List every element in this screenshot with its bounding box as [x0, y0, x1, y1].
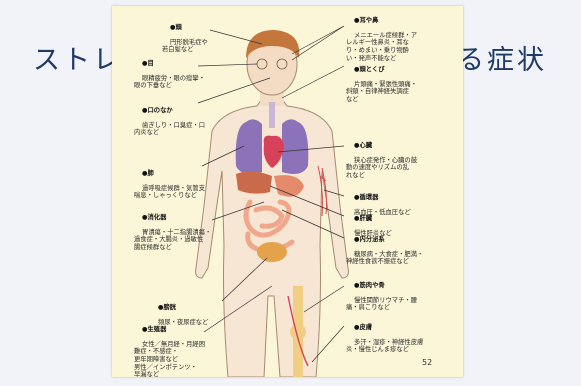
label-vessels-title: ●循環器 — [354, 194, 378, 201]
label-throat-text: 片頭痛・緊張性頭痛・ 斜頸・自律神経失調症 など — [346, 81, 417, 103]
slide-title-left: ストレ — [33, 38, 123, 77]
label-heart: ●心臓 狭心症発作・心臓の鼓 動の速度やリズムの乱 れなど — [346, 134, 417, 187]
bladder — [257, 242, 287, 262]
label-muscles: ●筋肉や骨 慢性関節リウマチ・腰 痛・肩こりなど — [346, 274, 417, 320]
label-mouth: ●口のなか 歯ぎしり・口臭症・口 内炎など — [134, 99, 205, 145]
label-skin-text: 多汗・湿疹・神経性皮膚 炎・慢性じんま疹など — [346, 339, 423, 354]
slide-title-right: る症状 — [457, 38, 547, 77]
trachea — [269, 102, 275, 128]
label-digestive: ●消化器 胃潰瘍・十二指腸潰瘍・ 過食症・大腸炎・過敏性 腸症候群など — [134, 206, 211, 259]
label-throat-title: ●頭とくび — [354, 66, 385, 73]
label-genital: ●生殖器 女性／無月経・月経困 難症・不感症・ 更年期障害など 男性／インポテン… — [134, 318, 205, 386]
label-endocrine-title: ●内分泌系 — [354, 236, 385, 243]
label-heart-title: ●心臓 — [354, 142, 372, 149]
label-liver-title: ●肝臓 — [354, 215, 372, 222]
label-endocrine: ●内分泌系 糖尿病・大食症・肥満・ 神経性食欲不振症など — [346, 228, 423, 274]
label-genital-title: ●生殖器 — [142, 326, 166, 333]
label-head-title: ●頭 — [170, 24, 182, 31]
label-eyes: ●目 眼精疲労・眼の痙攣・ 眼の下垂など — [134, 52, 205, 98]
label-eyes-text: 眼精疲労・眼の痙攣・ 眼の下垂など — [134, 75, 205, 90]
label-endocrine-text: 糖尿病・大食症・肥満・ 神経性食欲不振症など — [346, 251, 423, 266]
label-skin-title: ●皮膚 — [354, 324, 372, 331]
label-skin: ●皮膚 多汗・湿疹・神経性皮膚 炎・慢性じんま疹など — [346, 316, 423, 362]
label-muscles-title: ●筋肉や骨 — [354, 282, 385, 289]
label-lungs-title: ●肺 — [142, 170, 154, 177]
label-heart-text: 狭心症発作・心臓の鼓 動の速度やリズムの乱 れなど — [346, 157, 417, 179]
label-mouth-text: 歯ぎしり・口臭症・口 内炎など — [134, 122, 205, 137]
label-throat: ●頭とくび 片頭痛・緊張性頭痛・ 斜頸・自律神経失調症 など — [346, 58, 417, 111]
page-number: 52 — [422, 358, 432, 367]
label-digestive-title: ●消化器 — [142, 214, 166, 221]
label-eyes-title: ●目 — [142, 60, 154, 67]
label-lungs-text: 過呼吸症候群・気管支 喘息・しゃっくりなど — [134, 185, 205, 200]
anatomy-illustration: ●頭 円形脱毛症や 若白髪など ●目 眼精疲労・眼の痙攣・ 眼の下垂など ●口の… — [112, 6, 463, 377]
label-lungs: ●肺 過呼吸症候群・気管支 喘息・しゃっくりなど — [134, 162, 205, 208]
label-genital-text: 女性／無月経・月経困 難症・不感症・ 更年期障害など 男性／インポテンツ・ 早漏… — [134, 341, 205, 378]
label-mouth-title: ●口のなか — [142, 107, 173, 114]
label-ear-nose-title: ●耳や鼻 — [354, 17, 378, 24]
liver — [236, 171, 272, 193]
label-digestive-text: 胃潰瘍・十二指腸潰瘍・ 過食症・大腸炎・過敏性 腸症候群など — [134, 229, 211, 251]
label-muscles-text: 慢性関節リウマチ・腰 痛・肩こりなど — [346, 297, 417, 312]
label-bladder-title: ●膀胱 — [158, 304, 176, 311]
